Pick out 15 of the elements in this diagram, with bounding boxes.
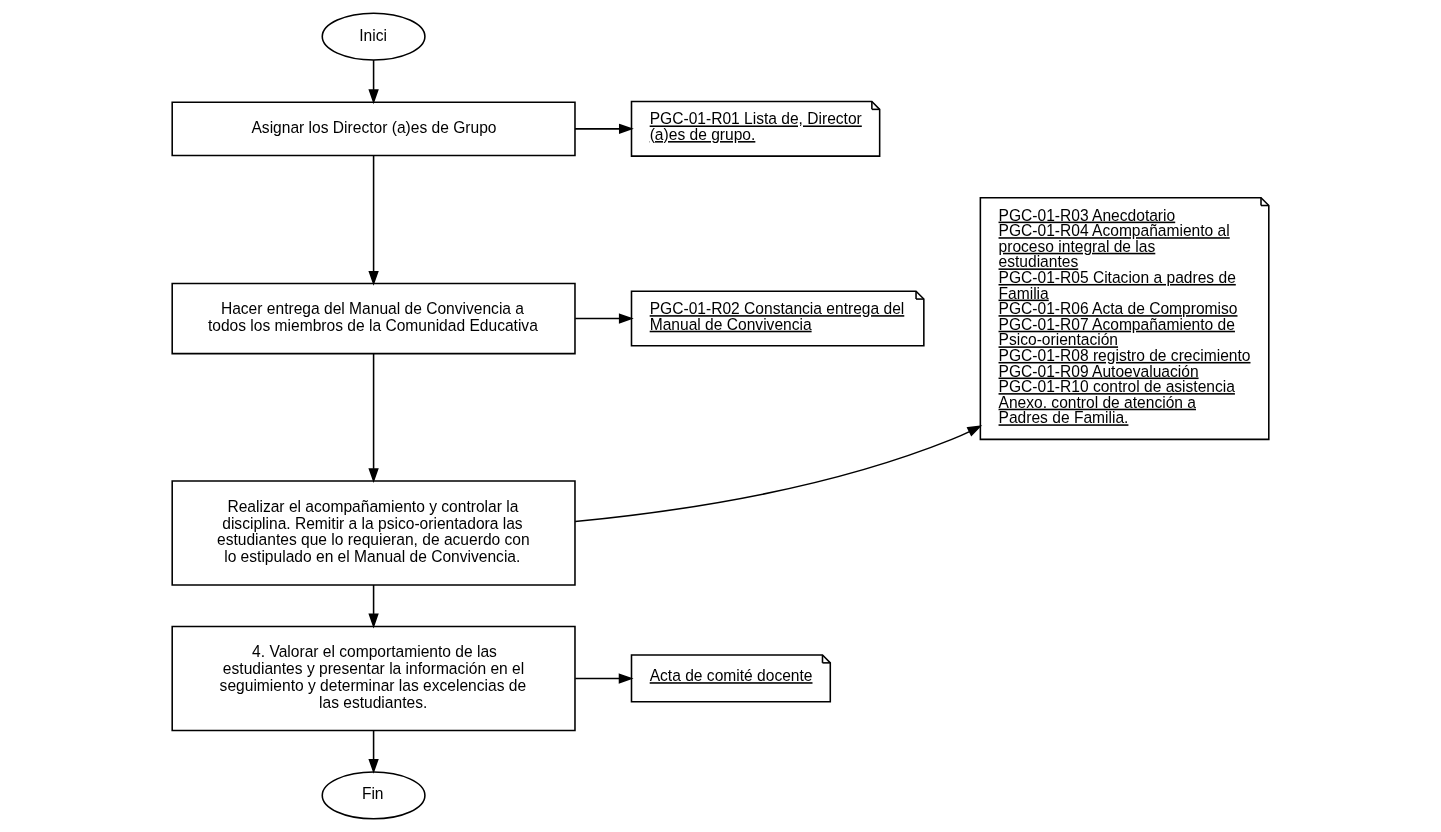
arrow [368,155,379,286]
arrow [368,353,379,484]
node-box: Asignar los Director (a)es de Grupo [171,101,576,157]
arrow [574,673,634,684]
node-box: Hacer entrega del Manual de Convivencia a todos los miembros de la Comunidad Educativa [171,282,576,355]
arrow [574,425,983,523]
node-ellipse: Fin [321,771,426,820]
arrow [368,584,379,629]
node-box: 4. Valorar el comportamiento de las estudiantes y presentar la información en el seguimiento y determinar las excelencias de las estudiantes. [171,625,576,732]
arrow [368,729,379,774]
arrow [574,123,634,135]
node-box: Realizar el acompañamiento y controlar la disciplina. Remitir a la psico-orientadora las estudiantes que lo requieran, de acuerdo con lo estipulado en el Manual de Convivencia. [171,480,576,586]
node-ellipse: Inici [321,12,426,61]
arrow [574,313,634,324]
arrow [368,59,379,105]
